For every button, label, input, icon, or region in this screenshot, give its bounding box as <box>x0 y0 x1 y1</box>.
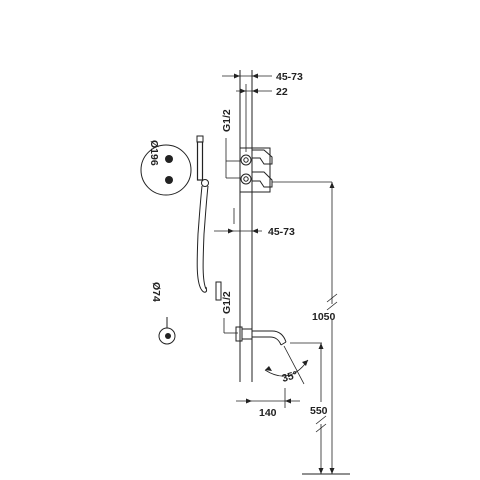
valve-body <box>239 147 332 193</box>
dimension-spout-projection: 140 <box>236 388 300 419</box>
label-wall-depth-mid: 45-73 <box>268 226 295 238</box>
label-height-total: 1050 <box>312 311 336 323</box>
dimension-wall-depth-mid: 45-73 <box>214 208 295 238</box>
label-offset-22: 22 <box>276 86 288 98</box>
label-diameter-small: Ø74 <box>150 282 162 302</box>
round-diverter-plate-icon: Ø74 <box>150 282 176 345</box>
label-height-spout: 550 <box>310 405 328 417</box>
label-spout-projection: 140 <box>259 407 277 419</box>
label-thread-bottom: G1/2 <box>221 291 233 314</box>
dimension-wall-depth-top: 45-73 <box>222 71 303 83</box>
thread-annotation-top: G1/2 <box>221 109 240 179</box>
dimension-height-total: 1050 <box>312 182 338 474</box>
angle-annotation: 35° <box>264 345 309 385</box>
round-mixer-plate-icon: Ø196 <box>140 140 192 196</box>
thread-annotation-bottom: G1/2 <box>221 291 238 334</box>
label-thread-top: G1/2 <box>221 109 233 132</box>
bath-spout-icon <box>235 326 322 346</box>
dimension-height-spout: 550 <box>310 343 328 474</box>
dimension-offset-22: 22 <box>236 84 288 152</box>
label-wall-depth-top: 45-73 <box>276 71 303 83</box>
label-angle: 35° <box>281 369 300 385</box>
label-diameter-large: Ø196 <box>148 140 160 166</box>
hand-shower-icon <box>196 135 222 301</box>
